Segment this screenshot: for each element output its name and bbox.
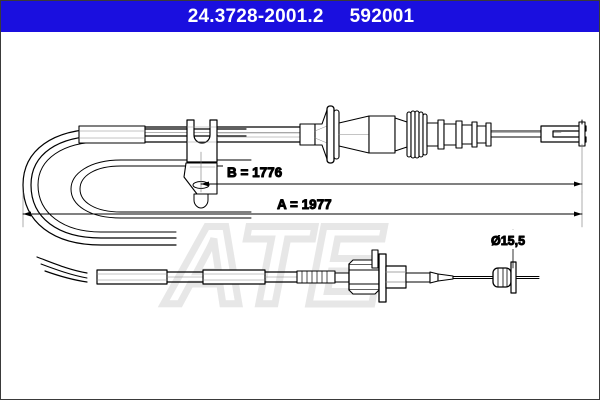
conical-boot [314, 109, 328, 160]
stepped-end-sections [426, 119, 492, 150]
upper-sleeve-left [78, 125, 146, 144]
diameter-callout-group: Ø15,5 [490, 229, 552, 269]
dimension-b-group: B = 1776 [200, 143, 583, 193]
lower-cable-tail [36, 256, 88, 283]
ribbed-bellows [406, 110, 428, 159]
lower-sleeve-1 [96, 269, 168, 285]
lower-conduit-2 [264, 271, 298, 283]
reference-number: 592001 [349, 5, 415, 27]
lower-cable-assembly [36, 249, 540, 303]
upper-outer-conduit [22, 128, 247, 246]
dimension-b-label: B = 1776 [227, 165, 283, 180]
upper-inner-loop [70, 159, 252, 219]
tapered-shaft [338, 115, 408, 154]
dimension-a-group: A = 1977 [22, 191, 583, 228]
lower-sleeve-2 [202, 269, 266, 285]
upper-end-rod [490, 130, 542, 138]
dimension-a-label: A = 1977 [277, 197, 332, 212]
upper-cable-assembly [22, 105, 587, 246]
upper-conduit-mid [216, 126, 301, 143]
diameter-label: Ø15,5 [491, 234, 525, 248]
fork-end [540, 119, 587, 147]
flange-disc [326, 105, 340, 164]
upper-conduit-segment [144, 126, 188, 143]
technical-drawing: ATE [22, 105, 587, 332]
threaded-rod [296, 270, 350, 284]
lower-end-rod [405, 271, 494, 284]
header-banner: 24.3728-2001.2 592001 [1, 1, 599, 32]
part-number: 24.3728-2001.2 [187, 5, 324, 27]
upper-collar [299, 123, 316, 146]
lower-conduit-1 [166, 271, 204, 283]
barrel-nipple-end [492, 261, 540, 294]
drawing-area: ATE [1, 32, 599, 399]
clevis-bracket [183, 119, 218, 209]
